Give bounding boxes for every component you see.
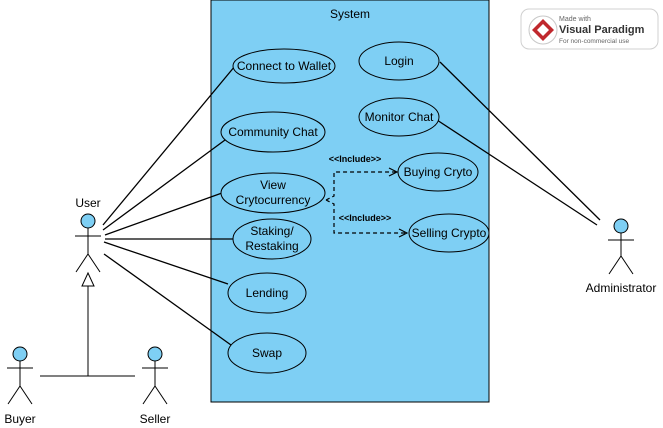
generalization-user bbox=[40, 271, 135, 377]
actor-user-label: User bbox=[75, 196, 100, 210]
watermark-note: For non-commercial use bbox=[559, 38, 629, 45]
use-case-staking: Staking/ Restaking bbox=[232, 218, 312, 260]
actor-buyer: Buyer bbox=[4, 346, 36, 426]
assoc-admin-monitor-chat bbox=[436, 119, 598, 226]
actor-administrator-label: Administrator bbox=[586, 281, 657, 295]
include-selling-line bbox=[325, 199, 407, 233]
use-case-monitor-chat: Monitor Chat bbox=[358, 97, 440, 137]
use-case-connect-wallet: Connect to Wallet bbox=[232, 48, 336, 84]
use-case-buying-crypto-label: Buying Cryto bbox=[404, 165, 473, 179]
actor-seller-label: Seller bbox=[140, 412, 171, 426]
use-case-staking-label-2: Restaking bbox=[245, 239, 298, 253]
assoc-user-lending bbox=[103, 241, 229, 285]
visual-paradigm-watermark: Made with Visual Paradigm For non-commer… bbox=[520, 8, 659, 50]
actor-seller: Seller bbox=[140, 346, 171, 426]
use-case-login-label: Login bbox=[384, 54, 413, 68]
watermark-made-with: Made with bbox=[559, 16, 591, 23]
use-case-login: Login bbox=[358, 41, 440, 81]
use-case-monitor-chat-label: Monitor Chat bbox=[365, 110, 434, 124]
use-case-buying-crypto: Buying Cryto bbox=[397, 152, 479, 192]
use-case-community-chat-label: Community Chat bbox=[228, 125, 318, 139]
use-case-swap: Swap bbox=[227, 332, 307, 374]
assoc-user-connect-wallet bbox=[102, 65, 236, 226]
actor-user: User bbox=[75, 196, 101, 273]
use-case-lending-label: Lending bbox=[246, 286, 289, 300]
assoc-user-view-crypto bbox=[104, 192, 223, 236]
actor-buyer-label: Buyer bbox=[4, 412, 35, 426]
visual-paradigm-logo-icon bbox=[528, 15, 558, 45]
use-case-view-crypto: View Crytocurrency bbox=[220, 172, 326, 214]
assoc-user-swap bbox=[103, 253, 232, 346]
use-case-lending: Lending bbox=[227, 272, 307, 314]
include-buying-line bbox=[325, 172, 397, 201]
watermark-brand: Visual Paradigm bbox=[559, 24, 645, 36]
use-case-staking-label-1: Staking/ bbox=[250, 224, 294, 238]
assoc-admin-login bbox=[439, 61, 601, 221]
actor-administrator: Administrator bbox=[586, 218, 657, 295]
generalization-arrowhead bbox=[81, 271, 95, 287]
use-case-view-crypto-label-1: View bbox=[260, 178, 286, 192]
include-selling-label: <<Include>> bbox=[339, 213, 392, 223]
use-case-community-chat: Community Chat bbox=[220, 111, 326, 153]
use-case-selling-crypto: Selling Crypto bbox=[408, 213, 490, 253]
use-case-connect-wallet-label: Connect to Wallet bbox=[237, 59, 332, 73]
system-title: System bbox=[330, 7, 370, 21]
use-case-view-crypto-label-2: Crytocurrency bbox=[236, 193, 311, 207]
include-buying-label: <<Include>> bbox=[329, 154, 382, 164]
use-case-swap-label: Swap bbox=[252, 346, 282, 360]
assoc-user-community-chat bbox=[102, 139, 226, 231]
use-case-selling-crypto-label: Selling Crypto bbox=[412, 226, 487, 240]
